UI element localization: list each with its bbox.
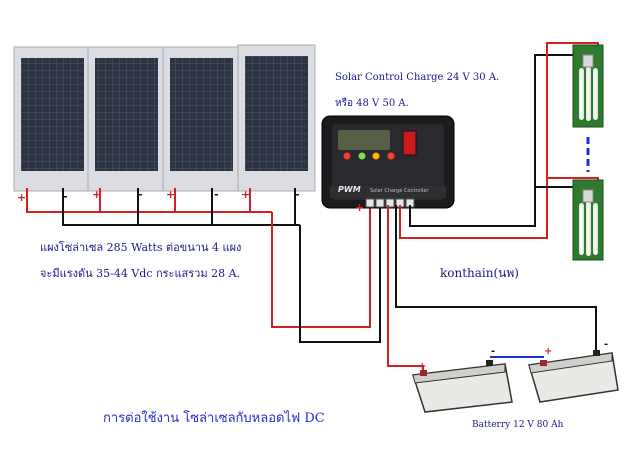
panel-wiring <box>26 188 381 343</box>
battery-2-minus: - <box>604 339 608 350</box>
panel-1-plus: + <box>17 191 26 204</box>
solar-panel-2 <box>87 46 166 192</box>
led-4 <box>387 152 395 160</box>
panel-polarity-marks: + - + - + - + - <box>17 188 300 204</box>
controller-alt-rating: หรือ 48 V 50 A. <box>335 98 409 109</box>
panel-4-plus: + <box>241 188 250 201</box>
panel-description-line2: จะมีแรงดัน 35-44 Vdc กระแสรวม 28 A. <box>40 267 241 280</box>
battery-polarity-marks: + - + - <box>418 339 608 372</box>
load-label: konthain(นพ) <box>440 266 519 280</box>
dc-lamp-1 <box>572 44 604 128</box>
led-2 <box>358 152 366 160</box>
panel-3-minus: - <box>214 188 219 201</box>
panel-4-minus: - <box>295 188 300 201</box>
panel-2-minus: - <box>138 188 143 201</box>
battery-1-plus: + <box>418 361 426 372</box>
solar-panel-3 <box>162 46 241 192</box>
diagram-caption: การต่อใช้งาน โซล่าเซลกับหลอดไฟ DC <box>103 411 325 426</box>
battery-2-plus: + <box>544 346 552 357</box>
solar-panel-4 <box>237 44 316 192</box>
battery-1-minus: - <box>491 346 495 357</box>
controller-lcd <box>338 130 390 150</box>
controller-switch <box>402 130 417 156</box>
solar-panel-1 <box>13 46 92 192</box>
controller-plus-mark: + <box>355 201 364 214</box>
controller-brand: PWM <box>338 185 361 194</box>
panel-3-plus: + <box>166 188 175 201</box>
battery-caption: Batterry 12 V 80 Ah <box>472 420 564 430</box>
led-3 <box>372 152 380 160</box>
controller-terminals <box>365 198 415 208</box>
panel-2-plus: + <box>92 188 101 201</box>
controller-title: Solar Control Charge 24 V 30 A. <box>335 72 500 83</box>
battery-2 <box>528 350 619 403</box>
panel-1-minus: - <box>63 190 68 203</box>
panel-description-line1: แผงโซล่าเซล 285 Watts ต่อขนาน 4 แผง <box>40 241 242 254</box>
battery-1 <box>412 360 513 413</box>
charge-controller: PWM Solar Charge Controller <box>321 115 455 209</box>
controller-name-plate: Solar Charge Controller <box>370 188 429 194</box>
led-1 <box>343 152 351 160</box>
dc-lamp-2 <box>572 179 604 261</box>
